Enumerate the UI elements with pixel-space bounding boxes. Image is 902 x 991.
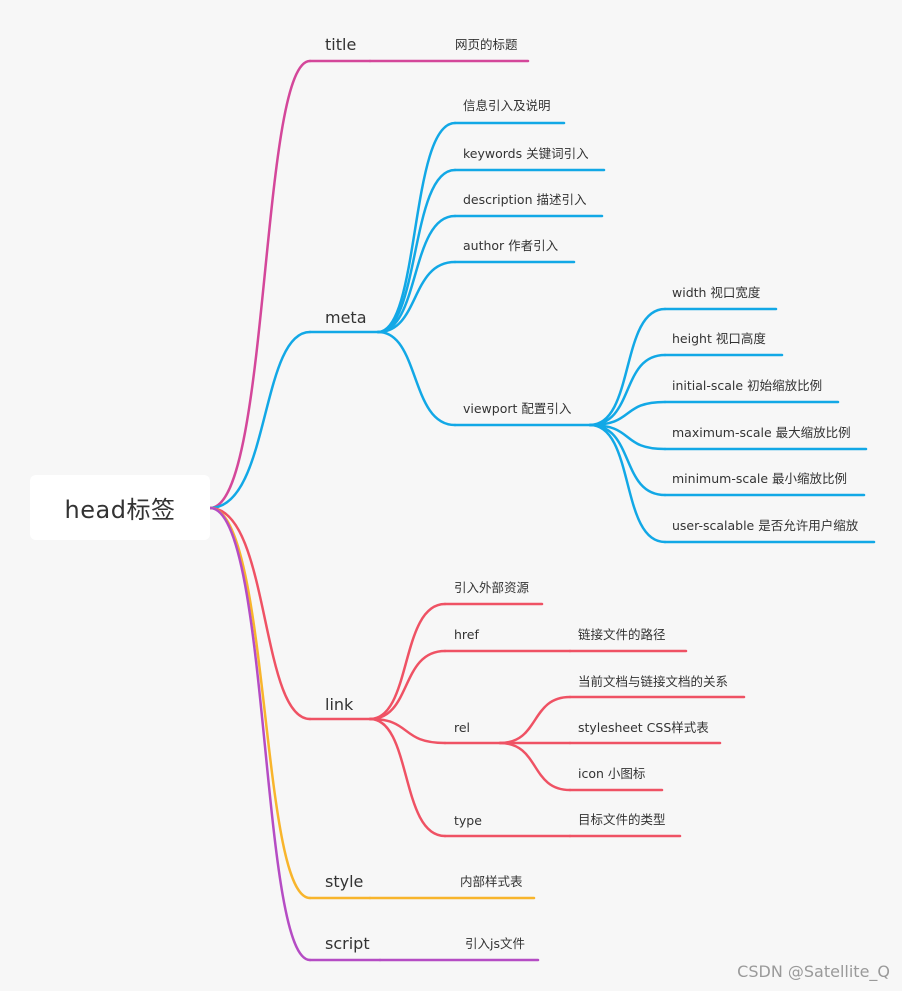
- node-rel-item[interactable]: stylesheet CSS样式表: [578, 720, 709, 735]
- node-viewport-item[interactable]: minimum-scale 最小缩放比例: [672, 471, 848, 486]
- node-script[interactable]: script: [325, 934, 370, 953]
- node-viewport-item[interactable]: width 视口宽度: [672, 285, 761, 300]
- type-curve: [368, 717, 447, 838]
- viewport-child-curve: [588, 400, 667, 427]
- node-meta-item[interactable]: author 作者引入: [463, 238, 559, 253]
- node-style[interactable]: style: [325, 872, 364, 891]
- node-rel-item[interactable]: 当前文档与链接文档的关系: [578, 674, 729, 689]
- node-type[interactable]: type: [454, 813, 482, 828]
- rel-child-curve: [498, 741, 572, 792]
- viewport-child-curve: [588, 307, 667, 427]
- meta-child-curve: [376, 121, 457, 334]
- node-meta[interactable]: meta: [325, 308, 367, 327]
- script-curve: [208, 506, 312, 962]
- link-child-curve: [368, 602, 447, 721]
- meta-child-curve: [376, 214, 457, 334]
- root-label: head标签: [64, 496, 176, 524]
- node-meta-item[interactable]: description 描述引入: [463, 192, 587, 207]
- node-meta-item[interactable]: keywords 关键词引入: [463, 146, 589, 161]
- meta-curve: [208, 330, 312, 510]
- viewport-child-curve: [588, 423, 667, 544]
- style-curve: [208, 506, 312, 900]
- link-connectors: [208, 506, 746, 838]
- node-link-intro[interactable]: 引入外部资源: [454, 580, 530, 595]
- viewport-child-curve: [588, 423, 667, 451]
- script-connectors: [208, 506, 540, 962]
- meta-connectors: [208, 121, 876, 544]
- node-viewport-item[interactable]: height 视口高度: [672, 331, 766, 346]
- node-viewport-item[interactable]: user-scalable 是否允许用户缩放: [672, 518, 859, 533]
- node-rel-item[interactable]: icon 小图标: [578, 766, 646, 781]
- rel-curve: [368, 717, 447, 745]
- title-connectors: [208, 59, 530, 510]
- meta-child-curve: [376, 168, 457, 334]
- title-curve: [208, 59, 312, 510]
- node-href[interactable]: href: [454, 627, 479, 642]
- node-viewport-item[interactable]: initial-scale 初始缩放比例: [672, 378, 823, 393]
- root-node[interactable]: head标签: [30, 475, 210, 540]
- viewport-child-curve: [588, 353, 667, 427]
- node-rel[interactable]: rel: [454, 720, 471, 735]
- viewport-curve: [376, 330, 457, 427]
- href-curve: [368, 649, 447, 721]
- node-link[interactable]: link: [325, 695, 354, 714]
- node-href-desc[interactable]: 链接文件的路径: [578, 627, 666, 642]
- node-style-desc[interactable]: 内部样式表: [460, 874, 523, 889]
- rel-child-curve: [498, 695, 572, 745]
- node-type-desc[interactable]: 目标文件的类型: [578, 812, 666, 827]
- node-meta-item[interactable]: 信息引入及说明: [463, 98, 551, 113]
- meta-child-curve: [376, 260, 457, 334]
- node-script-desc[interactable]: 引入js文件: [465, 936, 525, 951]
- node-viewport[interactable]: viewport 配置引入: [463, 401, 572, 416]
- node-viewport-item[interactable]: maximum-scale 最大缩放比例: [672, 425, 851, 440]
- watermark: CSDN @Satellite_Q: [737, 962, 890, 981]
- node-title[interactable]: title: [325, 35, 357, 54]
- node-title-desc[interactable]: 网页的标题: [455, 37, 518, 52]
- style-connectors: [208, 506, 536, 900]
- link-curve: [208, 506, 312, 721]
